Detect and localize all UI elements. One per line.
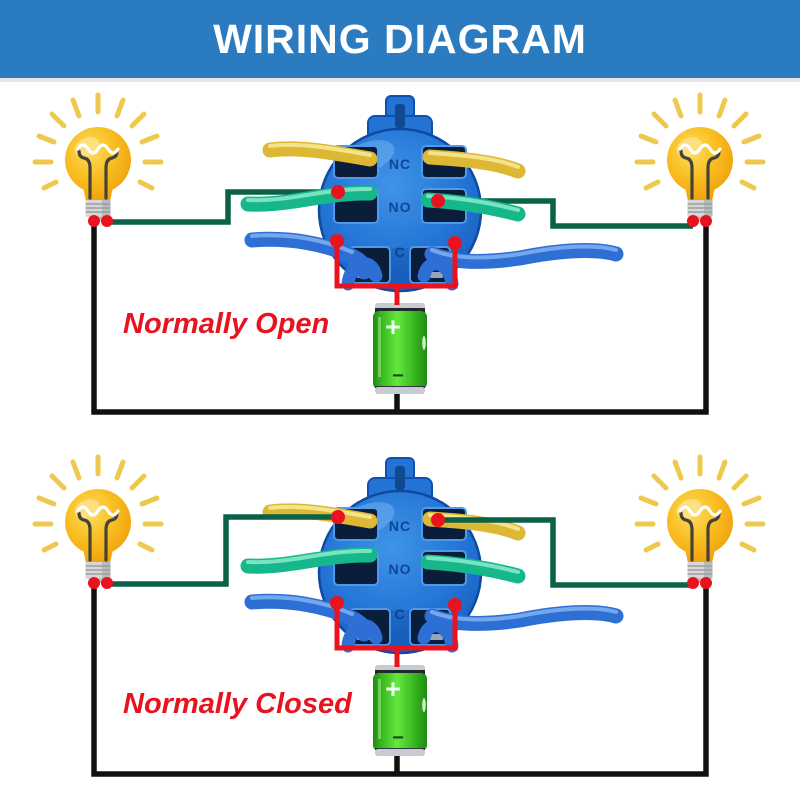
switch-normally-open [248, 96, 616, 291]
green-circuit-wire-left [107, 189, 338, 225]
connection-dot [330, 234, 344, 248]
bulb-terminal-dot [687, 215, 699, 227]
bulb-terminal-dot [101, 577, 113, 589]
bulb-terminal-dot [88, 577, 100, 589]
light-bulb-left [35, 457, 161, 583]
bulb-terminal-dot [700, 215, 712, 227]
battery-normally-closed [373, 665, 427, 756]
green-circuit-wire-right [438, 198, 693, 229]
light-bulb-right [637, 95, 763, 221]
diagram-label-normally-closed: Normally Closed [123, 688, 353, 720]
connection-dot [331, 185, 345, 199]
switch-normally-closed [248, 458, 616, 653]
connection-dot [448, 598, 462, 612]
bulb-terminal-dot [88, 215, 100, 227]
page-title: WIRING DIAGRAM [213, 15, 587, 62]
diagram-normally-open: Normally Open [35, 95, 763, 415]
connection-dot [331, 510, 345, 524]
black-circuit-wire [91, 221, 709, 415]
diagram-normally-closed: Normally Closed [35, 457, 763, 777]
light-bulb-left [35, 95, 161, 221]
light-bulb-right [637, 457, 763, 583]
connection-dot [431, 513, 445, 527]
connection-dot [330, 596, 344, 610]
green-circuit-wire-right [438, 517, 693, 588]
battery-normally-open [373, 303, 427, 394]
bulb-terminal-dot [687, 577, 699, 589]
green-circuit-wire-left [107, 514, 338, 587]
black-circuit-wire [91, 583, 709, 777]
connection-dot [431, 194, 445, 208]
bulb-terminal-dot [101, 215, 113, 227]
connection-dot [448, 236, 462, 250]
diagram-label-normally-open: Normally Open [123, 308, 329, 340]
title-banner: WIRING DIAGRAM [0, 0, 800, 82]
bulb-terminal-dot [700, 577, 712, 589]
